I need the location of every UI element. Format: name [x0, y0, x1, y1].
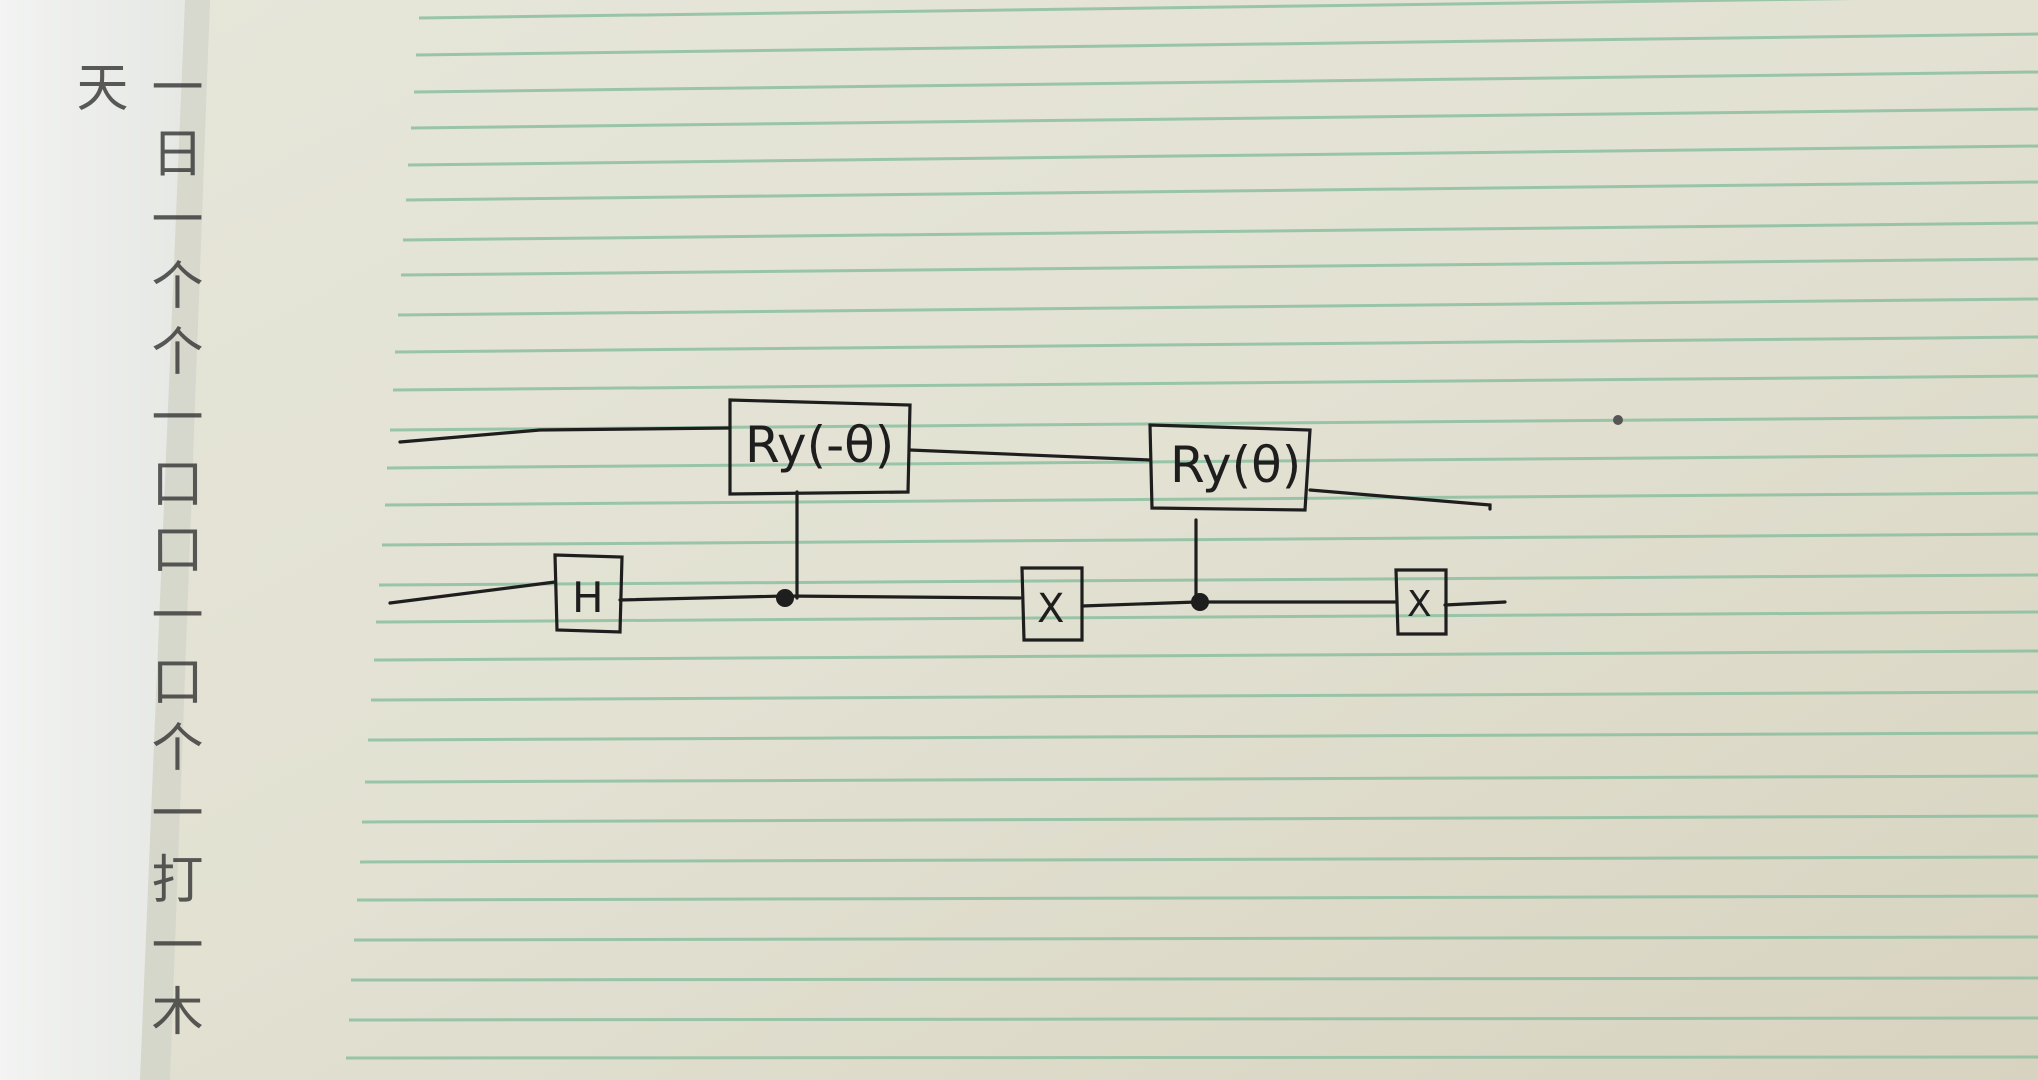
ruled-line [397, 297, 2038, 317]
ruled-line [384, 491, 2038, 507]
ruled-line [394, 335, 2038, 354]
gate-box-h [553, 553, 624, 634]
wire-bottom-segment-1 [388, 580, 557, 605]
gate-label-ry-neg: Ry(-θ) [745, 416, 894, 474]
wire-top-segment-1 [398, 426, 732, 444]
ruled-line [407, 144, 2038, 167]
gate-box-x1 [1020, 566, 1084, 642]
wire-bottom-segment-4 [1443, 600, 1507, 607]
ruled-line [350, 976, 2038, 982]
ruled-line [405, 180, 2038, 202]
ruled-line [356, 894, 2038, 902]
ruled-line [353, 935, 2038, 942]
ruled-line [375, 610, 2038, 624]
gate-label-x1: X [1037, 586, 1064, 632]
gate-label-x2: X [1407, 584, 1432, 625]
ruled-line [348, 1016, 2038, 1022]
wire-top-segment-3 [1308, 488, 1492, 511]
ruled-line [410, 107, 2038, 130]
gate-label-h: H [572, 573, 604, 622]
gate-boxes [553, 398, 1448, 642]
ruled-line [415, 32, 2038, 57]
ruled-line [345, 1055, 2038, 1060]
margin-handwriting: 一日一个个一口口一口个一打一木天 [67, 60, 202, 1050]
page-edge-shadow [140, 0, 210, 1080]
control-dot-2 [1191, 593, 1209, 611]
gate-label-ry-pos: Ry(θ) [1170, 436, 1301, 494]
ink-speck [1613, 415, 1623, 425]
control-dot-1 [776, 589, 794, 607]
ruled-line [364, 774, 2038, 784]
gate-box-x2 [1394, 568, 1448, 636]
ruled-line [361, 814, 2038, 824]
ruled-line [386, 453, 2038, 470]
ruled-line [402, 221, 2038, 242]
ruled-line [359, 855, 2038, 864]
gate-box-ry-pos [1148, 423, 1312, 512]
ruled-line [373, 649, 2038, 662]
ruled-line [367, 731, 2038, 742]
ruled-lines [345, 0, 2038, 1060]
ruled-line [381, 532, 2038, 547]
ruled-line [400, 257, 2038, 277]
gate-box-ry-neg [728, 398, 912, 496]
ruled-line [392, 374, 2038, 392]
ruled-line [378, 573, 2038, 587]
left-page [0, 0, 185, 1080]
ruled-line [418, 0, 1855, 20]
wire-top-segment-2 [908, 448, 1152, 462]
ruled-line [413, 70, 2038, 94]
ruled-line [370, 690, 2038, 702]
